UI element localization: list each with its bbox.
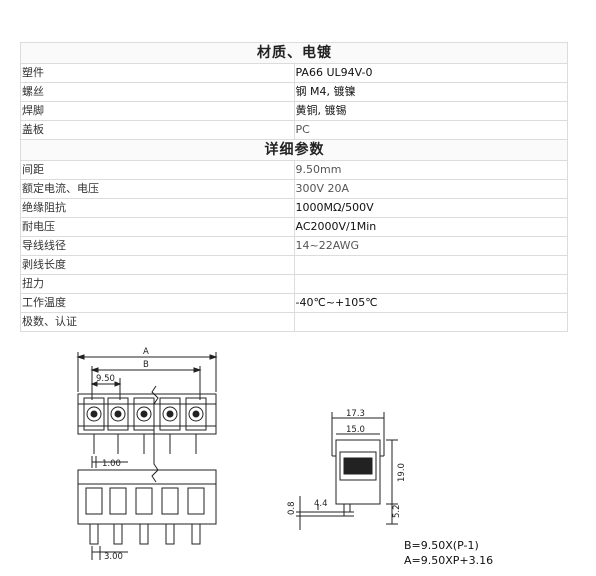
dim-pin-offset-label: 3.00 — [104, 552, 123, 562]
dim-outer-width-label: 17.3 — [346, 409, 365, 419]
section-title: 详细参数 — [20, 139, 568, 161]
section-title: 材质、电镀 — [20, 42, 568, 64]
spec-value — [293, 312, 568, 332]
spec-row: 极数、认证 — [20, 312, 568, 332]
spec-row: 工作温度 -40℃~+105℃ — [20, 293, 568, 313]
dim-inner-width-label: 15.0 — [346, 425, 365, 435]
dim-b-label: B — [143, 360, 149, 370]
dim-pitch-label: 9.50 — [96, 374, 115, 384]
dim-a-label: A — [143, 347, 149, 357]
front-view — [76, 352, 218, 560]
spec-value: 1000MΩ/500V — [293, 198, 568, 218]
spec-row: 塑件 PA66 UL94V-0 — [20, 63, 568, 83]
spec-key: 绝缘阻抗 — [20, 198, 295, 218]
side-view — [296, 412, 398, 530]
spec-row: 盖板 PC — [20, 120, 568, 140]
spec-row: 绝缘阻抗 1000MΩ/500V — [20, 198, 568, 218]
spec-row: 扭力 — [20, 274, 568, 294]
formula-a: A=9.50XP+3.16 — [404, 554, 493, 567]
front-view-labels: A B 9.50 1.00 3.00 — [96, 347, 149, 562]
dim-pin-thickness-label: 0.8 — [287, 501, 297, 515]
spec-table: 材质、电镀 塑件 PA66 UL94V-0 螺丝 钢 M4, 镀镍 焊脚 黄铜,… — [20, 42, 568, 332]
formula-b: B=9.50X(P-1) — [404, 539, 479, 552]
section-header-materials: 材质、电镀 — [20, 42, 568, 64]
dim-pin-length-label: 5.2 — [392, 504, 402, 518]
dim-pin-width-label: 1.00 — [102, 459, 121, 469]
dim-height-label: 19.0 — [397, 463, 407, 482]
spec-row: 剥线长度 — [20, 255, 568, 275]
dim-pin-position-label: 4.4 — [314, 499, 328, 509]
spec-key: 极数、认证 — [20, 312, 295, 332]
spec-key: 焊脚 — [20, 101, 295, 121]
side-view-labels: 17.3 15.0 19.0 5.2 0.8 4.4 B=9.50X(P-1) … — [287, 409, 493, 567]
section-header-params: 详细参数 — [20, 139, 568, 161]
spec-row: 间距 9.50mm — [20, 160, 568, 180]
spec-key: 扭力 — [20, 274, 295, 294]
